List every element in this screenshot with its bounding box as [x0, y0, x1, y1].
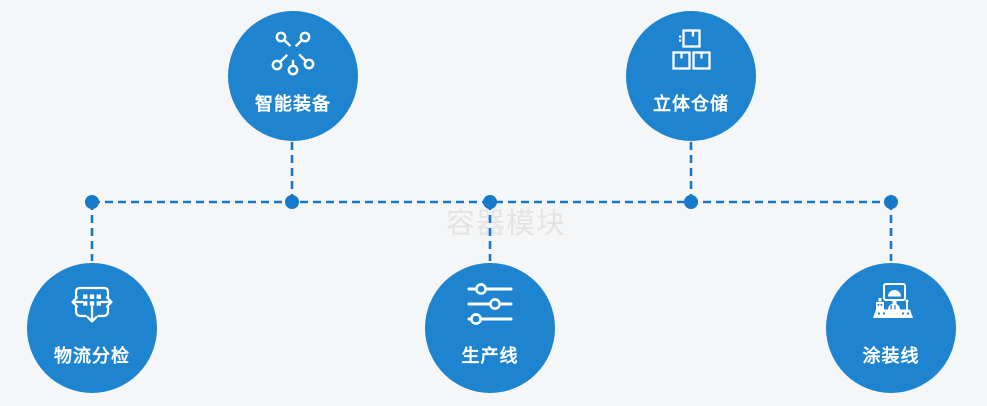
- distribution-arrows-icon: [71, 286, 113, 323]
- node-label: 生产线: [461, 346, 519, 366]
- control-console-icon: [873, 283, 913, 318]
- junction-dot: [85, 195, 99, 209]
- junction-dot: [684, 195, 698, 209]
- watermark: 容器模块: [446, 208, 567, 240]
- junction-dot: [285, 195, 299, 209]
- node-painting-line[interactable]: 涂装线: [826, 263, 956, 393]
- junction-dot: [884, 195, 898, 209]
- node-3d-warehouse[interactable]: 立体仓储: [626, 11, 756, 141]
- node-smart-equipment[interactable]: 智能装备: [228, 11, 358, 141]
- node-logistics-sorting[interactable]: 物流分检: [27, 263, 157, 393]
- stacked-boxes-icon: [672, 29, 711, 70]
- node-label: 立体仓储: [653, 94, 729, 114]
- junction-dot: [483, 195, 497, 209]
- node-label: 智能装备: [255, 94, 331, 114]
- sliders-icon: [467, 283, 513, 325]
- network-nodes-icon: [271, 31, 315, 76]
- node-label: 涂装线: [862, 346, 920, 366]
- node-label: 物流分检: [54, 346, 130, 366]
- node-production-line[interactable]: 生产线: [425, 263, 555, 393]
